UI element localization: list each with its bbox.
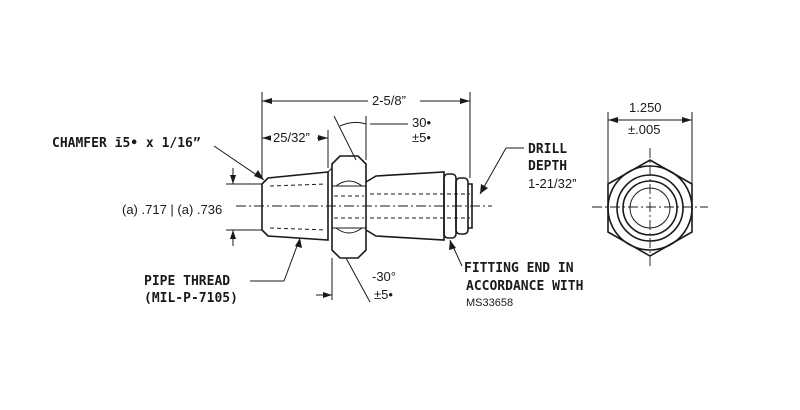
hex-offset-label-bg <box>271 129 317 145</box>
chamfer-top-tol: ±5• <box>412 130 431 145</box>
drill-line2: DEPTH <box>528 159 567 174</box>
arrow-hex-right <box>318 135 328 141</box>
angle-top-arc <box>339 121 367 127</box>
arrow-dia-bottom <box>230 230 236 239</box>
fitting-end-view: 1.250 ±.005 <box>592 100 708 266</box>
hex-chamfer-arc-top <box>335 180 363 187</box>
arrow-pipe-thread <box>295 238 302 248</box>
drill-line3: 1-21/32” <box>528 176 576 191</box>
arrow-angle-bottom <box>323 292 332 298</box>
arrow-af-right <box>682 117 692 123</box>
barb-outer-circle <box>616 174 684 242</box>
arrow-dia-top <box>230 175 236 184</box>
chamfer-bottom-tol: ±5• <box>374 287 393 302</box>
fitting-end-line3: MS33658 <box>466 297 513 309</box>
overall-length-label: 2-5/8” <box>372 93 406 108</box>
angle-top-leader-1 <box>333 115 357 161</box>
thread-root-top <box>269 183 327 187</box>
hex-across-flats: 1.250 <box>629 100 662 115</box>
chamfer-callout: CHAMFER ī5• x 1/16” <box>52 136 201 151</box>
arrow-chamfer <box>254 170 264 180</box>
bore-circle <box>629 187 671 229</box>
hex-thread-relief <box>327 167 333 173</box>
pipe-thread-line1: PIPE THREAD <box>144 274 230 289</box>
chamfer-bottom-angle: -30° <box>372 269 396 284</box>
barb-inner-circle <box>622 180 678 236</box>
dimensions-side-view: 2-5/8” 25/32” 30• ±5• (a) .717 | (a) .73… <box>52 92 583 309</box>
hex-nut <box>331 155 367 259</box>
hex-tolerance: ±.005 <box>628 122 660 137</box>
arrow-fitting-end <box>449 240 456 250</box>
hex-chamfer-arc-bottom <box>335 227 363 234</box>
drill-line1: DRILL <box>528 142 567 157</box>
hex-offset-label: 25/32” <box>273 130 310 145</box>
fitting-side-view <box>236 155 492 259</box>
hex-chamfer-circle <box>607 165 693 251</box>
fitting-end-line2: ACCORDANCE WITH <box>466 279 583 294</box>
angle-bottom-leader <box>345 257 371 303</box>
fitting-end-line1: FITTING END IN <box>464 261 574 276</box>
arrow-overall-right <box>460 98 470 104</box>
arrow-overall-left <box>262 98 272 104</box>
barb-ring-2 <box>455 177 469 235</box>
arrow-hex-left <box>262 135 272 141</box>
barb-tip <box>468 183 473 229</box>
diameters-label: (a) .717 | (a) .736 <box>122 202 222 217</box>
pipe-thread-line2: (MIL-P-7105) <box>144 291 238 306</box>
chamfer-top-angle: 30• <box>412 115 431 130</box>
overall-label-bg <box>368 92 420 108</box>
arrow-drill <box>480 184 488 194</box>
thread-root-bottom <box>269 227 327 231</box>
arrow-af-left <box>608 117 618 123</box>
